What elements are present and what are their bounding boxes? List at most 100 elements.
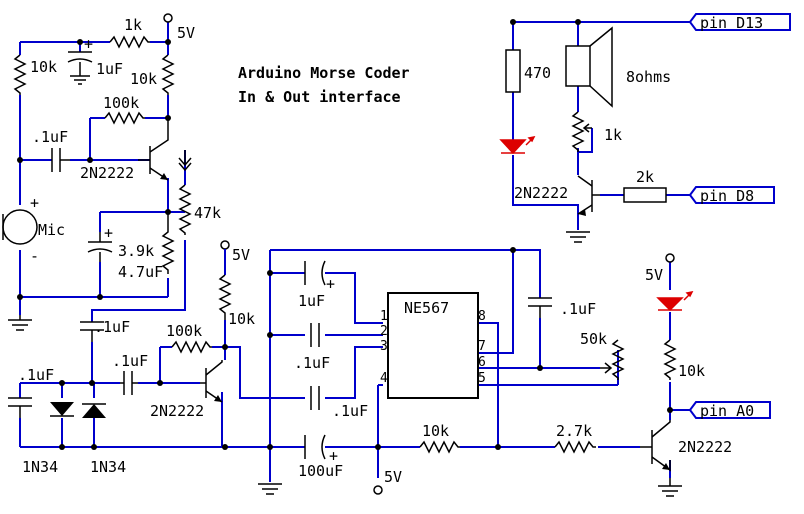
label-r-100k-top: 100k	[103, 94, 139, 112]
led-right	[656, 290, 694, 312]
transistor-q3	[640, 420, 671, 472]
label-pin-d8: pin D8	[700, 187, 754, 205]
capacitor-01uF-ic3	[310, 323, 320, 347]
capacitor-01uF-c	[8, 397, 32, 418]
speaker	[565, 26, 613, 108]
label-mic: Mic	[38, 221, 65, 239]
chip-pin-6: 6	[478, 355, 486, 370]
vcc-terminal-top	[163, 13, 173, 23]
svg-text:+: +	[326, 275, 335, 293]
label-c-100uF: 100uF	[298, 462, 343, 480]
label-c-01uF-left: .1uF	[32, 128, 68, 146]
svg-text:+: +	[84, 35, 93, 53]
label-plus-mic: +	[30, 194, 39, 212]
label-vcc-mid: 5V	[232, 246, 250, 264]
label-d1: 1N34	[22, 458, 58, 476]
label-r-100k-q2: 100k	[166, 322, 202, 340]
resistor-10k-bottom	[419, 440, 460, 454]
label-chip: NE567	[404, 299, 449, 317]
transistor-q1	[138, 118, 169, 181]
capacitor-100uF: +	[304, 434, 338, 465]
capacitor-1uF-top: +	[67, 35, 93, 85]
label-r-10k-mid: 10k	[130, 70, 157, 88]
capacitor-01uF-a	[80, 321, 104, 342]
chip-pin-2: 2	[380, 324, 388, 339]
label-q3: 2N2222	[678, 438, 732, 456]
resistor-2.7k	[554, 440, 596, 454]
label-r-2.7k: 2.7k	[556, 422, 592, 440]
vcc-terminal-bottom	[373, 485, 383, 495]
label-r-2k: 2k	[636, 168, 654, 186]
capacitor-1uF-ic: +	[304, 260, 335, 293]
microphone	[2, 209, 38, 245]
potentiometer-47k	[178, 184, 192, 235]
capacitor-4.7uF: +	[87, 224, 113, 262]
label-d2: 1N34	[90, 458, 126, 476]
chip-pin-7: 7	[478, 339, 486, 354]
pin-a0-tag	[688, 401, 771, 419]
label-c-01uF-ic4: .1uF	[332, 402, 368, 420]
chip-pin-3: 3	[380, 339, 388, 354]
label-r-3.9k: 3.9k	[118, 242, 154, 260]
resistor-10k-q2	[218, 274, 232, 320]
diode-1n34-b	[82, 403, 106, 418]
resistor-10k-left	[13, 54, 27, 95]
potentiometer-1k	[571, 111, 585, 152]
ground-left	[8, 315, 32, 331]
svg-text:+: +	[329, 447, 338, 465]
label-vcc-right: 5V	[645, 266, 663, 284]
label-c-01uF-b: .1uF	[112, 352, 148, 370]
capacitor-01uF-ic8	[528, 297, 552, 318]
capacitor-01uF-b	[120, 371, 138, 395]
resistor-100k-top	[104, 111, 145, 125]
transistor-q4	[577, 175, 600, 216]
pin-d13-tag	[688, 13, 791, 31]
pot-1k-wiper	[582, 123, 592, 133]
resistor-3.9k	[161, 212, 175, 274]
label-minus-mic: -	[30, 247, 39, 265]
label-c-1uF-ic: 1uF	[298, 292, 325, 310]
svg-text:+: +	[104, 224, 113, 242]
chip-pin-8: 8	[478, 309, 486, 324]
ground-bottom-right	[658, 478, 682, 497]
ground-top-right	[566, 231, 590, 243]
label-pot-1k: 1k	[604, 126, 622, 144]
resistor-10k-right	[663, 339, 677, 380]
wires	[19, 21, 690, 482]
title-line1: Arduino Morse Coder	[238, 64, 410, 82]
capacitor-01uF-ic4	[310, 386, 320, 410]
pot-wiper-arrow	[178, 150, 192, 172]
label-r-10k-right: 10k	[678, 362, 705, 380]
chip-pin-5: 5	[478, 371, 486, 386]
junction-dots	[17, 19, 673, 450]
label-r-10k-left: 10k	[30, 58, 57, 76]
chip-pin-1: 1	[380, 309, 388, 324]
label-c-1uF-top: 1uF	[96, 60, 123, 78]
label-r-10k-bottom: 10k	[422, 422, 449, 440]
transistor-q2	[200, 360, 223, 403]
label-pot-50k: 50k	[580, 330, 607, 348]
vcc-terminal-mid	[220, 240, 230, 250]
label-vcc-top: 5V	[177, 24, 195, 42]
ne567-chip	[387, 292, 479, 399]
label-c-01uF-ic8: .1uF	[560, 300, 596, 318]
resistor-100k-q2	[171, 340, 212, 354]
label-c-4.7uF: 4.7uF	[118, 263, 163, 281]
label-vcc-bottom: 5V	[384, 468, 402, 486]
label-q2: 2N2222	[150, 402, 204, 420]
label-r-top-1k: 1k	[124, 16, 142, 34]
resistor-470	[505, 49, 521, 93]
label-pin-a0: pin A0	[700, 402, 754, 420]
resistor-10k-mid	[161, 54, 175, 95]
label-q4: 2N2222	[514, 184, 568, 202]
label-c-01uF-a: .1uF	[94, 318, 130, 336]
capacitor-01uF-left	[51, 148, 70, 172]
label-r-470: 470	[524, 64, 551, 82]
pot-50k-wiper	[600, 362, 613, 374]
label-c-01uF-ic3: .1uF	[294, 354, 330, 372]
vcc-terminal-right	[665, 253, 675, 263]
label-r-10k-q2: 10k	[228, 310, 255, 328]
resistor-1k-top	[109, 35, 150, 49]
diode-1n34-a	[50, 402, 74, 417]
